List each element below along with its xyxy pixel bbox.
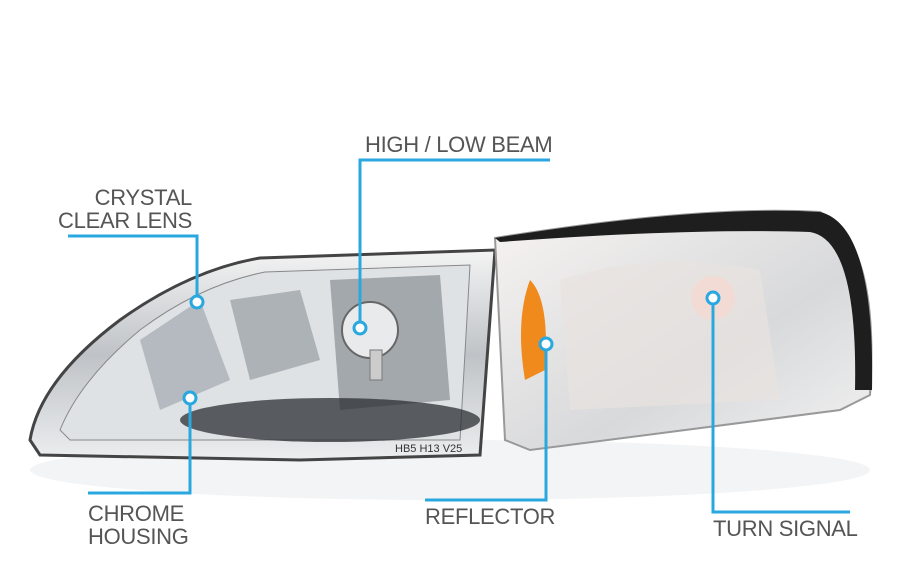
callout-line-housing	[88, 398, 192, 495]
label-turn-signal: TURN SIGNAL	[713, 516, 858, 541]
callout-dot-reflector	[538, 336, 554, 352]
callout-dot-housing	[182, 390, 198, 406]
callout-line-lens	[68, 234, 199, 302]
label-line: HOUSING	[88, 524, 189, 549]
callout-dot-beam	[352, 320, 368, 336]
callout-dot-turn	[705, 290, 721, 306]
callout-line-turn	[711, 298, 850, 514]
label-line: CRYSTAL	[94, 185, 193, 210]
main-headlight	[28, 248, 497, 462]
callout-line-beam	[358, 158, 550, 328]
corner-light	[493, 209, 873, 452]
bulb-marking: HB5 H13 V25	[395, 443, 462, 455]
label-line: CLEAR LENS	[58, 208, 192, 233]
label-reflector: REFLECTOR	[425, 504, 556, 529]
label-chrome-housing: CHROME HOUSING	[88, 502, 189, 548]
callout-line-reflector	[425, 344, 548, 502]
callout-dot-lens	[189, 294, 205, 310]
label-crystal-clear-lens: CRYSTAL CLEAR LENS	[58, 186, 192, 232]
label-line: CHROME	[88, 501, 184, 526]
label-high-low-beam: HIGH / LOW BEAM	[365, 132, 553, 157]
